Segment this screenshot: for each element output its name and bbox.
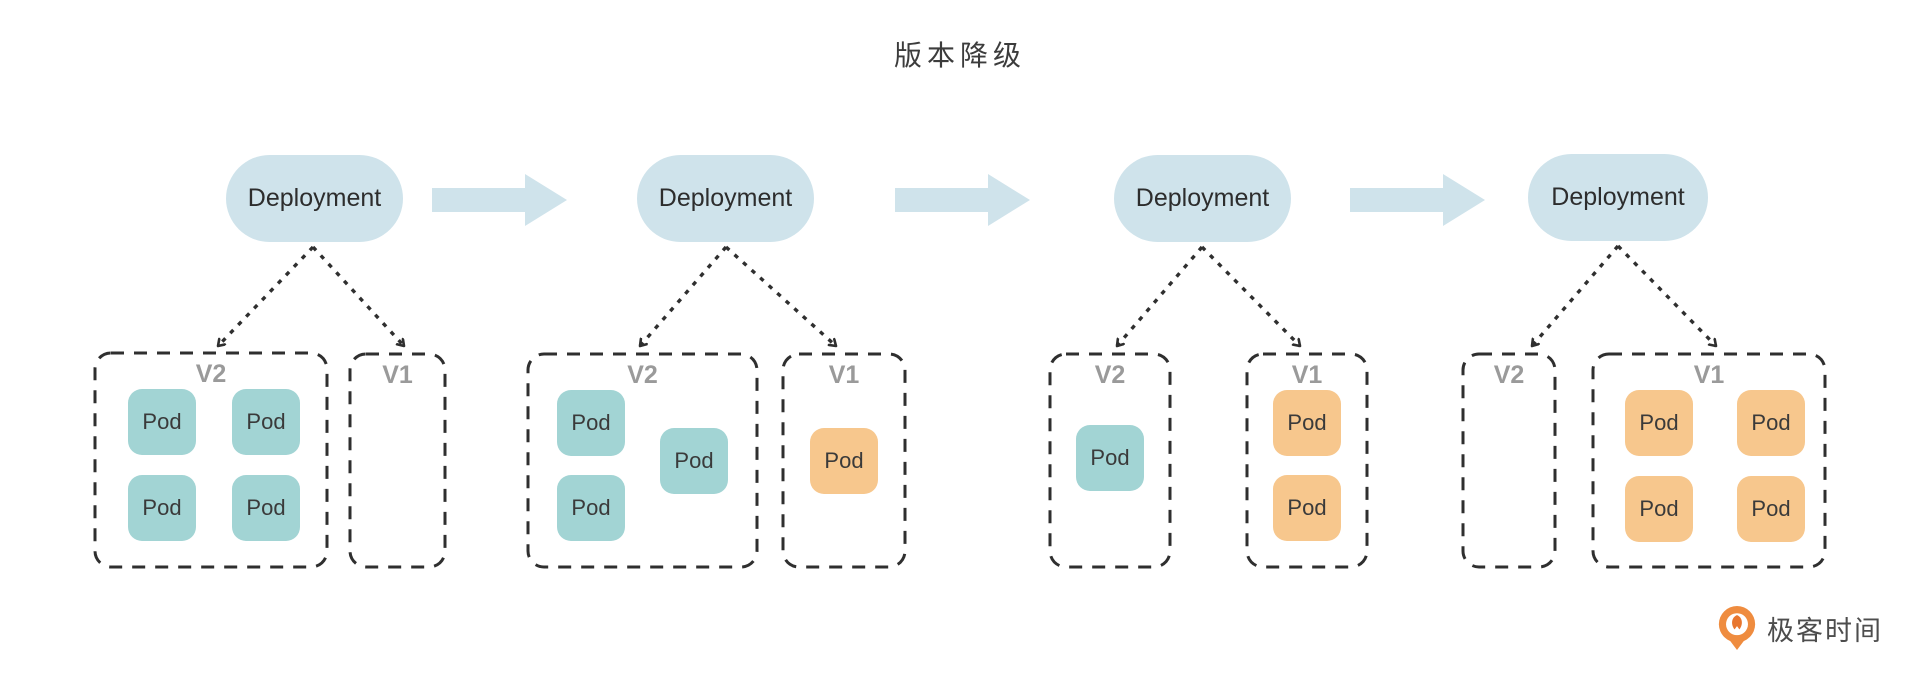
- deployment-node-4: Deployment: [1528, 154, 1708, 241]
- pod-node: Pod: [1625, 390, 1693, 456]
- flow-arrow-3: [1350, 174, 1485, 226]
- connector-arrow-3-v2: [1117, 245, 1204, 346]
- version-group-4-v1: [1591, 352, 1827, 569]
- deployment-node-3: Deployment: [1114, 155, 1291, 242]
- pod-node: Pod: [1737, 476, 1805, 542]
- connector-arrow-1-v2: [218, 245, 315, 346]
- version-label: V2: [627, 361, 658, 389]
- connector-arrow-4-v2: [1532, 244, 1620, 346]
- version-group-1-v2: [93, 351, 329, 569]
- version-label: V1: [828, 361, 860, 389]
- connector-arrow-3-v1: [1200, 245, 1300, 346]
- flow-arrow-1: [432, 174, 567, 226]
- pod-node: Pod: [1273, 475, 1341, 541]
- pod-node: Pod: [1737, 390, 1805, 456]
- pod-node: Pod: [128, 475, 196, 541]
- version-group-1-v1: [348, 352, 447, 569]
- flow-arrow-2: [895, 174, 1030, 226]
- pod-node: Pod: [810, 428, 878, 494]
- version-label: V2: [195, 360, 227, 388]
- version-label: V2: [1094, 361, 1126, 389]
- version-label: V1: [382, 361, 413, 389]
- deployment-node-1: Deployment: [226, 155, 403, 242]
- version-label: V2: [1493, 361, 1525, 389]
- geektime-logo-icon: [1718, 606, 1756, 650]
- pod-node: Pod: [557, 475, 625, 541]
- pod-node: Pod: [660, 428, 728, 494]
- pod-node: Pod: [128, 389, 196, 455]
- deployment-node-2: Deployment: [637, 155, 814, 242]
- pod-node: Pod: [232, 389, 300, 455]
- page-title: 版本降级: [893, 40, 1026, 71]
- pod-node: Pod: [232, 475, 300, 541]
- connector-arrow-4-v1: [1616, 244, 1716, 346]
- version-label: V1: [1693, 361, 1725, 389]
- brand-footer: 极客时间: [1716, 604, 1883, 652]
- pod-node: Pod: [1625, 476, 1693, 542]
- version-group-4-v2: [1461, 352, 1557, 569]
- connector-arrow-2-v1: [724, 245, 836, 346]
- version-group-2-v2: [526, 352, 759, 569]
- connector-arrow-1-v1: [311, 245, 404, 346]
- pod-node: Pod: [1076, 425, 1144, 491]
- brand-name: 极客时间: [1767, 615, 1883, 646]
- pod-node: Pod: [557, 390, 625, 456]
- connector-arrow-2-v2: [640, 245, 728, 346]
- pod-node: Pod: [1273, 390, 1341, 456]
- version-label: V1: [1291, 361, 1323, 389]
